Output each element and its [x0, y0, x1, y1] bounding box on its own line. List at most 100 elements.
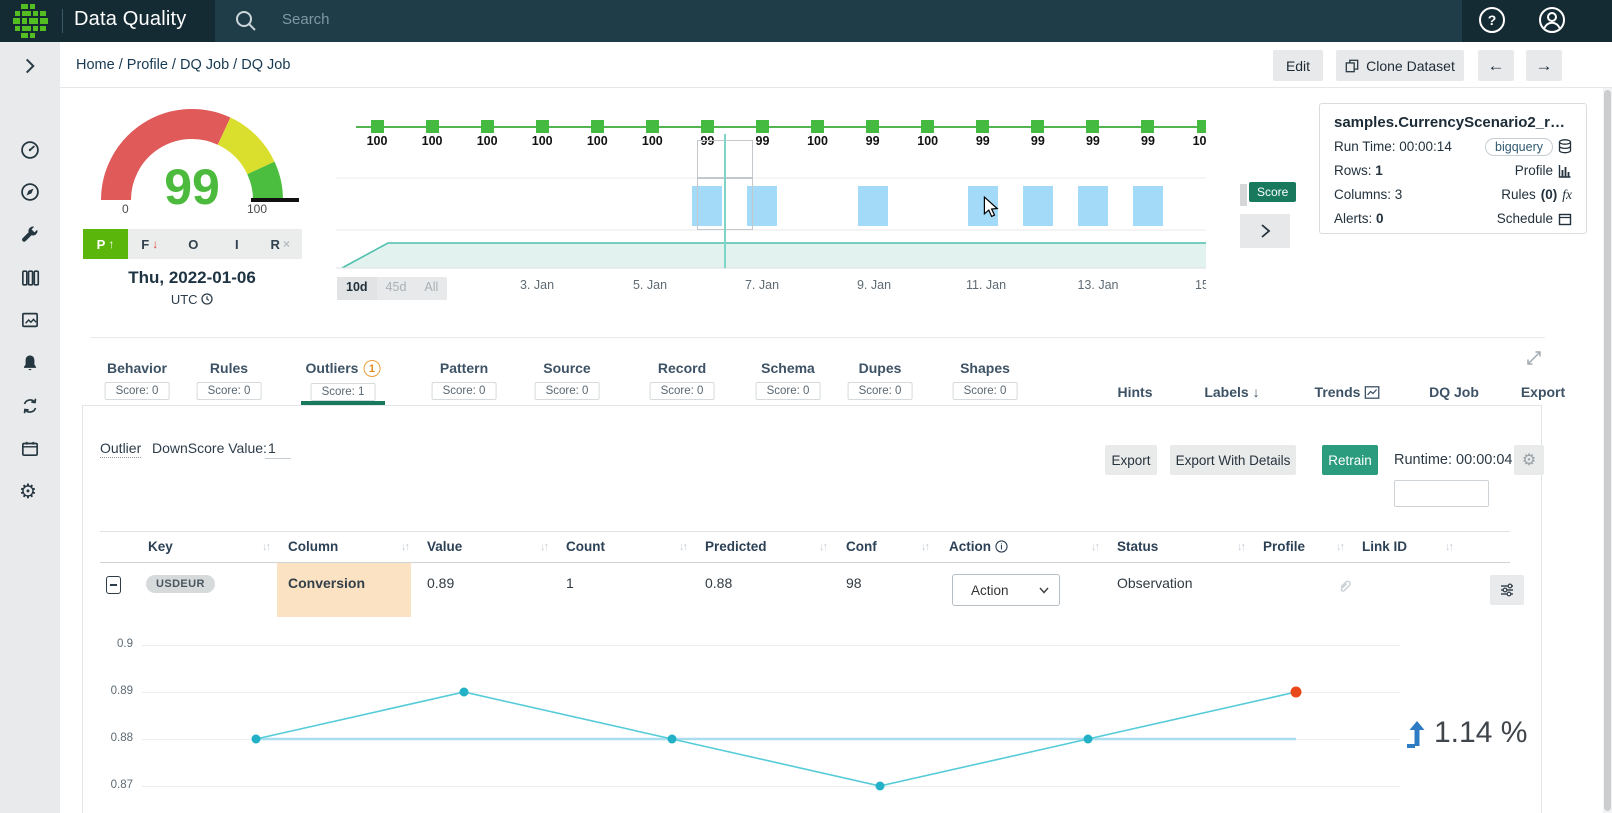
timeline-point[interactable] — [1196, 120, 1206, 133]
export-with-details-button[interactable]: Export With Details — [1170, 445, 1296, 475]
sort-icon[interactable]: ↓↑ — [401, 541, 410, 553]
timeline-point[interactable] — [700, 120, 714, 133]
settings-gear-icon[interactable]: ⚙ — [19, 481, 37, 503]
sort-icon[interactable]: ↓↑ — [262, 541, 271, 553]
row-collapse-toggle[interactable] — [106, 576, 121, 594]
profile-link[interactable]: Profile — [1515, 163, 1572, 178]
outlier-settings-gear-icon[interactable]: ⚙ — [1514, 445, 1544, 475]
breadcrumb-item[interactable]: Profile — [126, 57, 168, 73]
mode-tab-o[interactable]: O — [188, 236, 199, 252]
breadcrumb-item[interactable]: Home — [76, 57, 115, 73]
timeline-point[interactable] — [535, 120, 549, 133]
score-deduction-bar[interactable] — [1022, 186, 1053, 226]
column-header-link-id[interactable]: Link ID — [1362, 539, 1408, 554]
link-trends[interactable]: Trends — [1315, 384, 1380, 400]
link-dq-job[interactable]: DQ Job — [1429, 384, 1479, 400]
mode-tab-p[interactable]: P↑ — [83, 229, 128, 259]
rules-link[interactable]: Rules (0) fx — [1501, 187, 1572, 203]
range-button-all[interactable]: All — [424, 280, 439, 294]
outlier-data-point[interactable] — [1290, 686, 1302, 698]
alerts-bell-icon[interactable] — [19, 352, 41, 374]
timeline-forward-button[interactable] — [1240, 214, 1290, 248]
table-filter-input[interactable] — [1394, 480, 1489, 507]
column-header-count[interactable]: Count — [566, 539, 605, 554]
tools-wrench-icon[interactable] — [19, 224, 41, 246]
timeline-point[interactable] — [370, 120, 384, 133]
column-header-key[interactable]: Key — [148, 539, 173, 554]
explorer-compass-icon[interactable] — [19, 181, 41, 203]
link-labels[interactable]: Labels↓ — [1204, 384, 1259, 400]
data-point[interactable] — [875, 781, 885, 791]
range-button-45d[interactable]: 45d — [385, 280, 407, 294]
prev-run-arrow-button[interactable]: ← — [1478, 50, 1514, 81]
score-deduction-bar[interactable] — [1077, 186, 1108, 226]
timeline-point[interactable] — [976, 120, 990, 133]
score-deduction-bar[interactable] — [857, 186, 888, 226]
column-header-column[interactable]: Column — [288, 539, 339, 554]
column-header-status[interactable]: Status — [1117, 539, 1159, 554]
data-point[interactable] — [667, 734, 677, 744]
app-logo-icon[interactable] — [13, 4, 49, 38]
mode-tab-r[interactable]: R× — [270, 236, 290, 252]
search-bar[interactable] — [215, 0, 1462, 42]
dataset-name[interactable]: samples.CurrencyScenario2_r… — [1334, 114, 1565, 131]
timeline-point[interactable] — [590, 120, 604, 133]
range-button-10d[interactable]: 10d — [337, 277, 377, 300]
timeline-point[interactable] — [1141, 120, 1155, 133]
dashboard-gauge-icon[interactable] — [19, 139, 41, 161]
score-deduction-bar[interactable] — [1132, 186, 1163, 226]
mode-tab-i[interactable]: I — [234, 236, 239, 252]
link-paperclip-icon[interactable] — [1337, 578, 1353, 594]
export-button[interactable]: Export — [1105, 445, 1157, 475]
timeline-point[interactable] — [811, 120, 825, 133]
catalog-image-icon[interactable] — [19, 309, 41, 331]
column-header-predicted[interactable]: Predicted — [705, 539, 767, 554]
column-header-profile[interactable]: Profile — [1263, 539, 1306, 554]
timeline-point[interactable] — [866, 120, 880, 133]
edit-button[interactable]: Edit — [1273, 50, 1323, 81]
timeline-point[interactable] — [921, 120, 935, 133]
sort-icon[interactable]: ↓↑ — [819, 541, 828, 553]
sort-icon[interactable]: ↓↑ — [1237, 541, 1246, 553]
data-point[interactable] — [1083, 734, 1093, 744]
breadcrumb-item[interactable]: DQ Job — [179, 57, 230, 73]
breadcrumb-item[interactable]: DQ Job — [241, 57, 291, 73]
column-header-value[interactable]: Value — [427, 539, 463, 554]
score-series-badge[interactable]: Score — [1249, 182, 1297, 202]
account-icon[interactable] — [1537, 5, 1567, 35]
link-export[interactable]: Export — [1521, 384, 1565, 400]
timeline-point[interactable] — [480, 120, 494, 133]
sort-icon[interactable]: ↓↑ — [921, 541, 930, 553]
sort-icon[interactable]: ↓↑ — [540, 541, 549, 553]
mode-tab-f[interactable]: F↓ — [141, 236, 159, 252]
row-filter-sliders-button[interactable] — [1490, 575, 1524, 605]
search-input[interactable]: Search — [282, 11, 330, 28]
sort-icon[interactable]: ↓↑ — [1336, 541, 1345, 553]
source-pill[interactable]: bigquery — [1485, 137, 1553, 156]
downscore-input[interactable]: 1 — [265, 438, 291, 459]
clone-dataset-button[interactable]: Clone Dataset — [1336, 50, 1464, 81]
data-point[interactable] — [459, 687, 469, 697]
timeline-point[interactable] — [1086, 120, 1100, 133]
expand-section-icon[interactable] — [1526, 350, 1542, 366]
schedule-calendar-icon[interactable] — [19, 438, 41, 460]
sort-icon[interactable]: ↓↑ — [1445, 541, 1454, 553]
info-icon[interactable]: i — [995, 540, 1008, 553]
timezone-label[interactable]: UTC — [97, 292, 287, 307]
sidebar-expand-icon[interactable] — [19, 55, 41, 77]
outlier-link[interactable]: Outlier — [100, 440, 142, 458]
row-action-select[interactable]: Action — [952, 574, 1060, 606]
timeline-point[interactable] — [1031, 120, 1045, 133]
column-header-conf[interactable]: Conf — [846, 539, 877, 554]
sort-icon[interactable]: ↓↑ — [1091, 541, 1100, 553]
search-icon[interactable] — [234, 9, 258, 33]
